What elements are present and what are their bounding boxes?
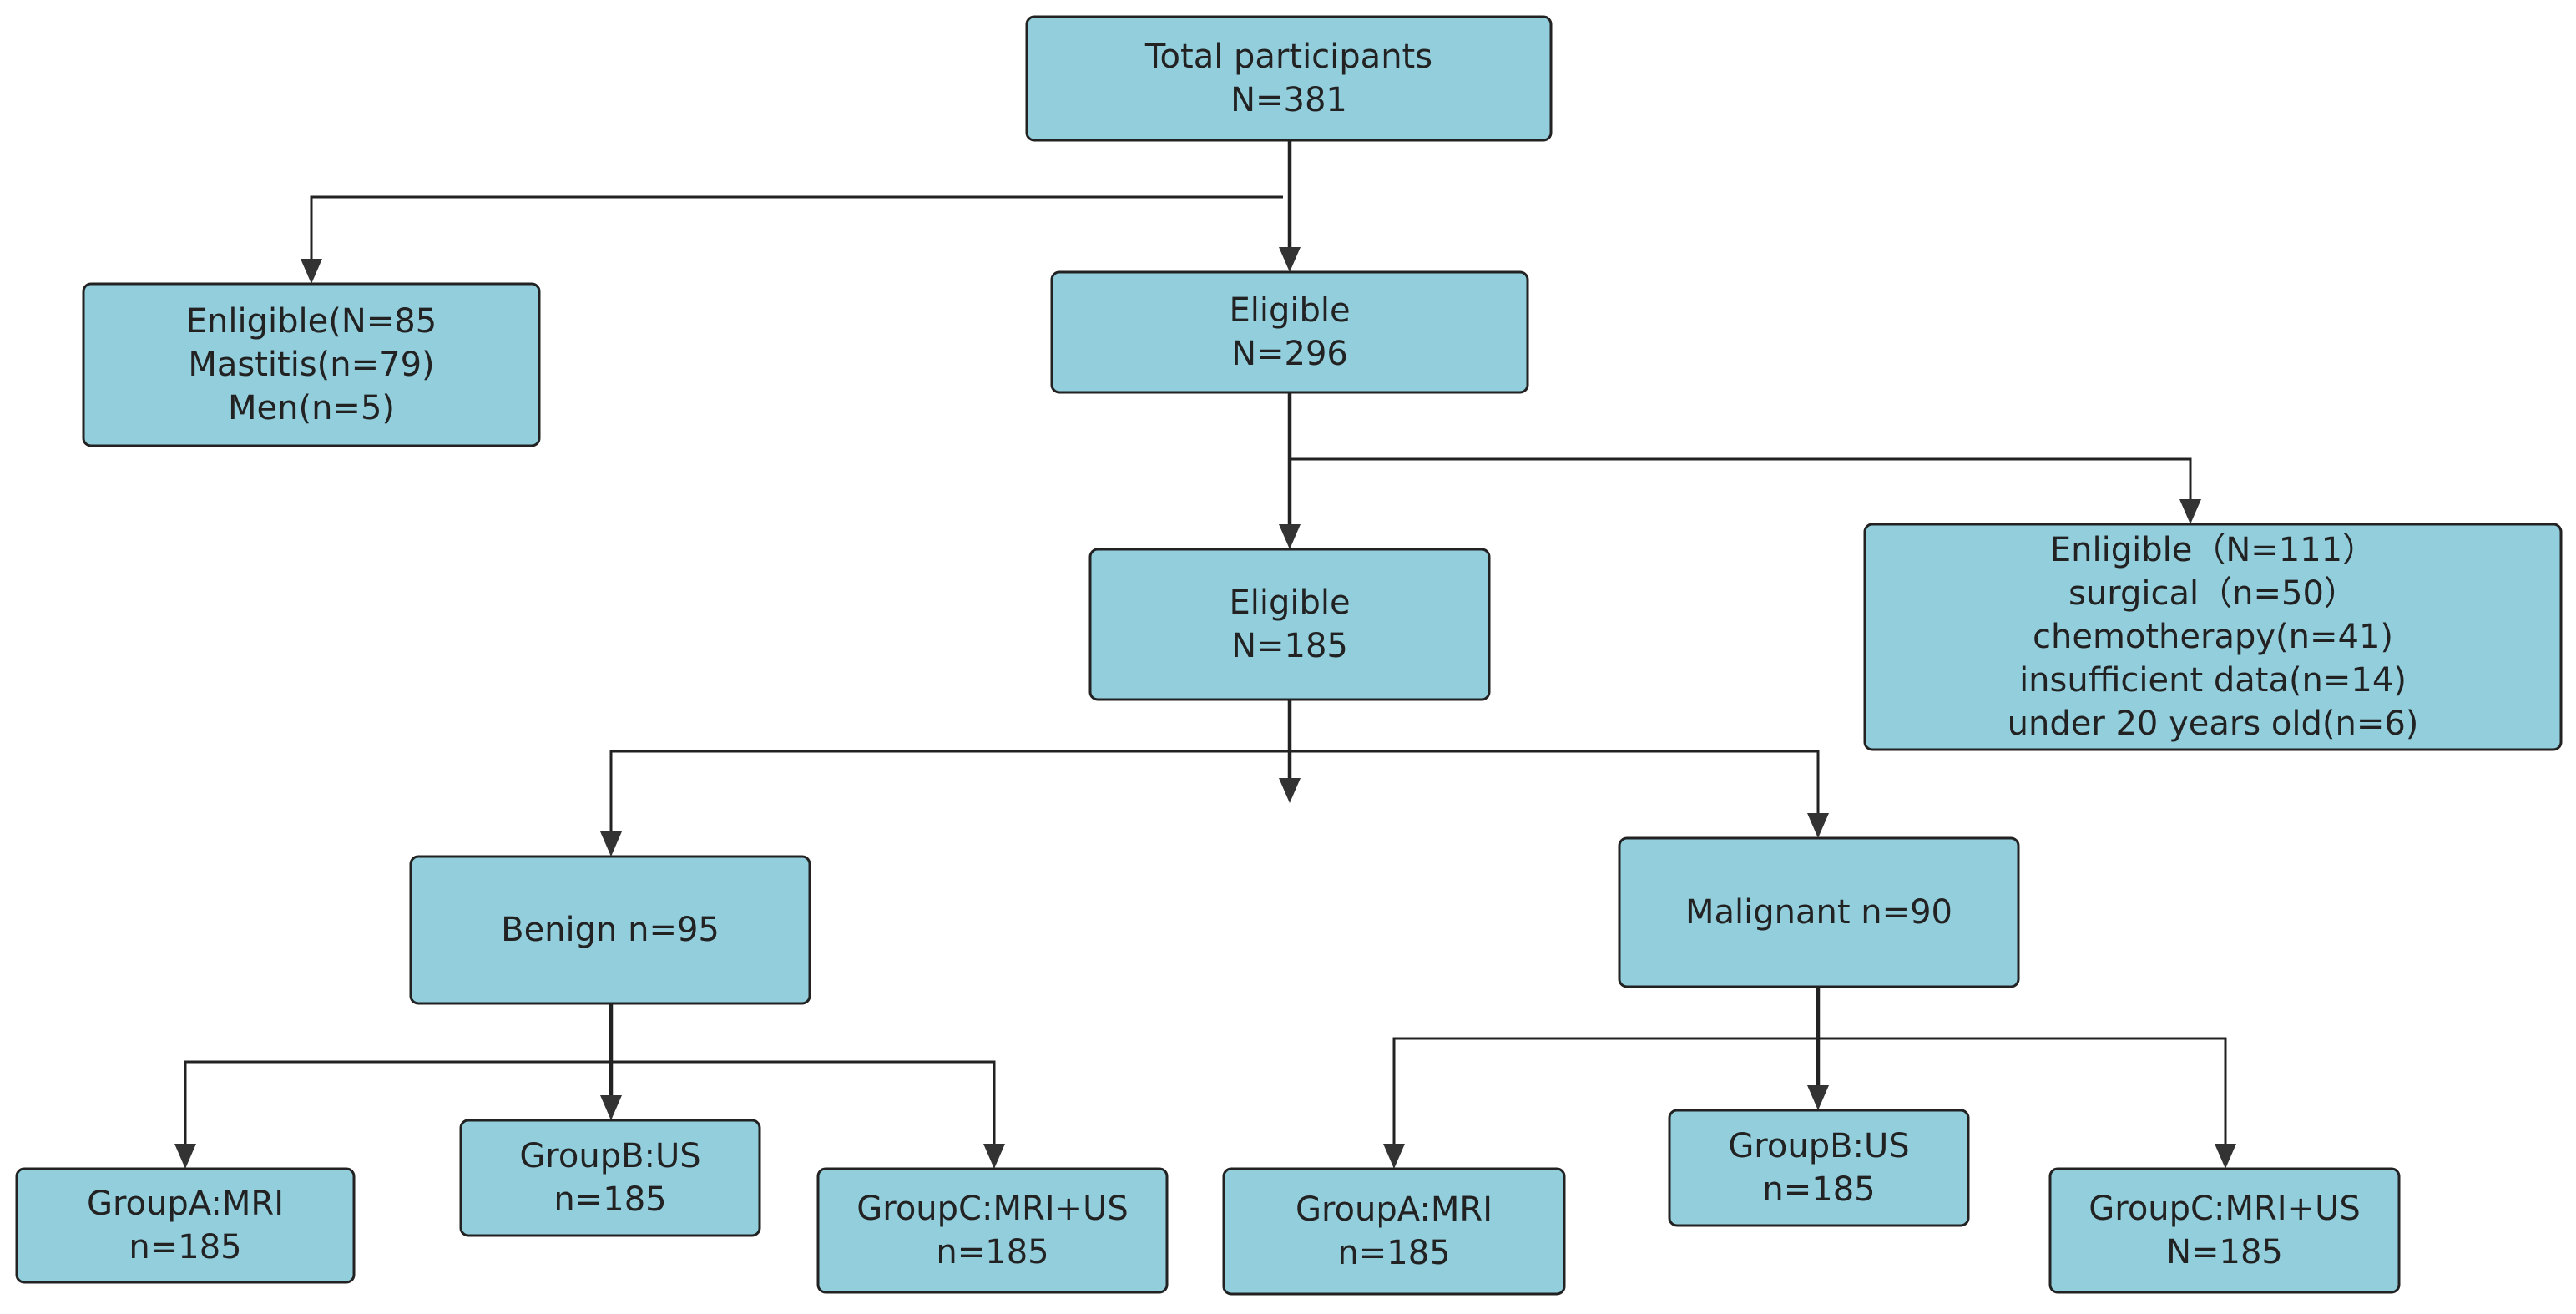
node-benign: Benign n=95 bbox=[409, 855, 811, 1005]
connector-to-malignant bbox=[1290, 750, 1820, 820]
node-text-line: Benign n=95 bbox=[501, 911, 720, 949]
arrowhead-eligible2 bbox=[1279, 524, 1301, 549]
node-text-line: Eligible bbox=[1229, 291, 1350, 330]
node-box bbox=[1618, 836, 2020, 988]
arrowhead-b-groupA bbox=[174, 1144, 196, 1169]
arrowhead-m-groupC bbox=[2215, 1144, 2236, 1169]
node-malignant-groupA: GroupA:MRI n=185 bbox=[1222, 1167, 1566, 1296]
node-text-line: n=185 bbox=[936, 1233, 1048, 1271]
node-text-line: n=185 bbox=[553, 1180, 666, 1219]
node-text-line: Eligible bbox=[1229, 584, 1350, 622]
node-benign-groupA: GroupA:MRI n=185 bbox=[15, 1167, 356, 1284]
arrowhead-m-groupA bbox=[1383, 1144, 1405, 1169]
node-text-line: chemotherapy(n=41) bbox=[2033, 618, 2393, 656]
node-box bbox=[409, 855, 811, 1005]
connector-malignant-groupC bbox=[1818, 1037, 2227, 1150]
connectors bbox=[174, 140, 2236, 1169]
node-text-line: GroupC:MRI+US bbox=[856, 1190, 1128, 1228]
node-text-line: GroupA:MRI bbox=[87, 1185, 284, 1223]
node-text-line: GroupA:MRI bbox=[1296, 1190, 1493, 1229]
connector-malignant-groupA bbox=[1392, 1037, 1818, 1150]
arrowhead-eligible1 bbox=[1279, 247, 1301, 272]
connector-to-excluded2 bbox=[1290, 457, 2192, 506]
node-text-line: N=185 bbox=[2166, 1233, 2283, 1271]
connector-benign-groupC bbox=[611, 1060, 996, 1150]
node-text-line: under 20 years old(n=6) bbox=[2008, 705, 2419, 743]
node-text-line: GroupC:MRI+US bbox=[2089, 1190, 2360, 1228]
node-box bbox=[2048, 1167, 2401, 1294]
node-text-line: N=185 bbox=[1231, 627, 1348, 665]
node-text-line: Enligible(N=85 bbox=[186, 302, 437, 341]
node-box bbox=[1668, 1109, 1970, 1227]
connector-benign-groupA bbox=[184, 1060, 611, 1150]
arrowhead-b-groupB bbox=[600, 1095, 622, 1120]
arrowhead-b-groupC bbox=[983, 1144, 1005, 1169]
arrowhead-excluded2 bbox=[2179, 499, 2201, 524]
node-benign-groupC: GroupC:MRI+US n=185 bbox=[816, 1167, 1169, 1294]
node-box bbox=[1088, 548, 1491, 701]
node-text-line: Men(n=5) bbox=[228, 389, 395, 427]
node-box bbox=[1050, 270, 1529, 394]
node-box bbox=[82, 282, 541, 447]
arrowhead-malignant bbox=[1807, 813, 1829, 838]
arrowhead-benign bbox=[600, 831, 622, 857]
node-box bbox=[1222, 1167, 1566, 1296]
node-text-line: n=185 bbox=[129, 1228, 241, 1266]
node-box bbox=[816, 1167, 1169, 1294]
node-text-line: insufficient data(n=14) bbox=[2019, 661, 2407, 700]
node-malignant: Malignant n=90 bbox=[1618, 836, 2020, 988]
node-text-line: n=185 bbox=[1337, 1234, 1450, 1272]
node-benign-groupB: GroupB:US n=185 bbox=[459, 1119, 761, 1237]
node-text-line: GroupB:US bbox=[1728, 1127, 1909, 1165]
arrowhead-stem bbox=[1279, 778, 1301, 803]
node-box bbox=[15, 1167, 356, 1284]
node-text-line: N=296 bbox=[1231, 335, 1348, 373]
node-text-line: Total participants bbox=[1144, 38, 1432, 76]
arrowhead-excluded1 bbox=[301, 259, 322, 284]
node-text-line: Mastitis(n=79) bbox=[188, 346, 434, 384]
node-text-line: N=381 bbox=[1230, 81, 1347, 119]
node-text-line: Enligible（N=111） bbox=[2050, 531, 2376, 569]
node-text-line: GroupB:US bbox=[519, 1137, 700, 1175]
node-malignant-groupC: GroupC:MRI+US N=185 bbox=[2048, 1167, 2401, 1294]
node-box bbox=[1025, 15, 1553, 142]
node-malignant-groupB: GroupB:US n=185 bbox=[1668, 1109, 1970, 1227]
node-text-line: n=185 bbox=[1762, 1170, 1875, 1209]
node-text-line: Malignant n=90 bbox=[1685, 893, 1952, 932]
node-box bbox=[459, 1119, 761, 1237]
arrowhead-m-groupB bbox=[1807, 1085, 1829, 1110]
node-box bbox=[1863, 523, 2563, 751]
node-excluded-second: Enligible（N=111） surgical（n=50） chemothera… bbox=[1863, 523, 2563, 751]
connector-to-benign bbox=[609, 750, 1290, 838]
node-text-line: surgical（n=50） bbox=[2068, 574, 2357, 613]
connector-to-excluded1 bbox=[310, 195, 1283, 265]
